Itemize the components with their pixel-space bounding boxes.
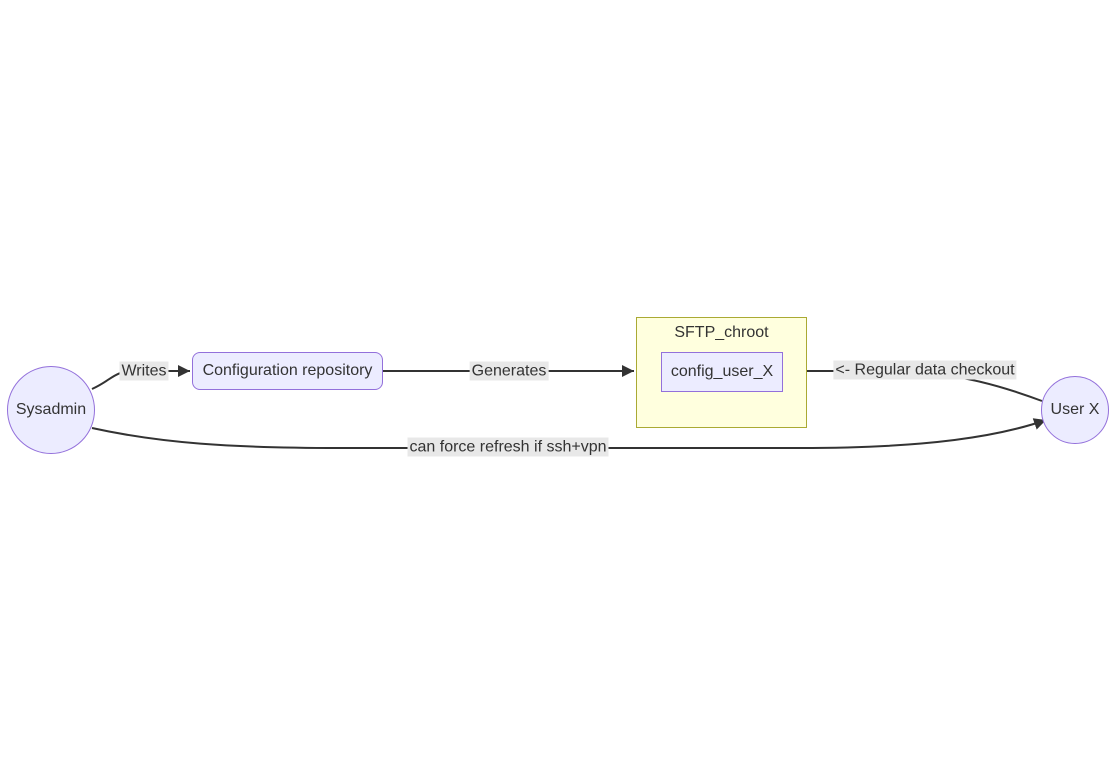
edge-label-writes: Writes	[119, 361, 169, 381]
edge-label-regular-data-checkout: <- Regular data checkout	[833, 360, 1017, 380]
node-config-user-x-label: config_user_X	[670, 363, 774, 380]
node-sysadmin-label: Sysadmin	[15, 401, 87, 418]
node-config-user-x: config_user_X	[661, 352, 783, 392]
node-configuration-repository-label: Configuration repository	[202, 362, 373, 379]
subgraph-title: SFTP_chroot	[674, 324, 769, 341]
edge-label-generates: Generates	[469, 361, 549, 381]
node-sysadmin: Sysadmin	[7, 366, 95, 454]
node-user-x-label: User X	[1050, 401, 1100, 418]
node-configuration-repository: Configuration repository	[192, 352, 383, 390]
edge-label-force-refresh: can force refresh if ssh+vpn	[407, 437, 609, 457]
node-user-x: User X	[1041, 376, 1109, 444]
